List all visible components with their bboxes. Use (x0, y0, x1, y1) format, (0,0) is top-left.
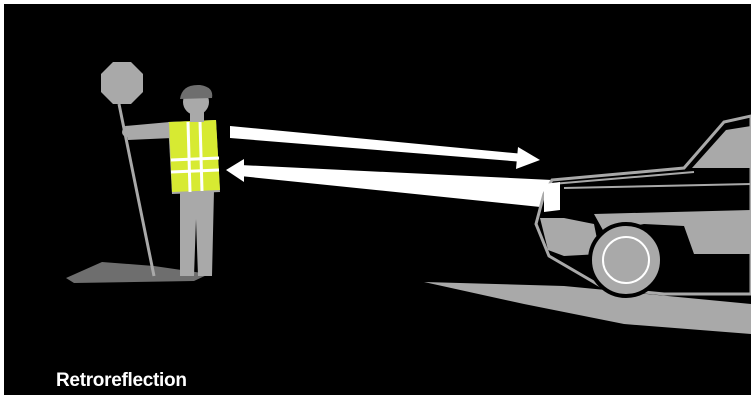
arrow-right-icon (516, 147, 540, 169)
incoming-light-beam (226, 159, 552, 208)
worker-arm (125, 122, 172, 140)
octagon-sign-icon (101, 62, 154, 276)
car-headlight (544, 182, 560, 212)
car-icon (536, 116, 751, 296)
arrow-left-icon (226, 159, 244, 182)
flagger-worker-icon (122, 85, 220, 276)
caption-label: Retroreflection (56, 370, 187, 392)
reflected-light-beam (230, 126, 540, 169)
worker-cap (180, 85, 212, 99)
worker-legs (180, 190, 214, 276)
retroreflection-scene (4, 4, 751, 395)
illustration-panel: Retroreflection (4, 4, 751, 395)
safety-vest (169, 120, 220, 192)
